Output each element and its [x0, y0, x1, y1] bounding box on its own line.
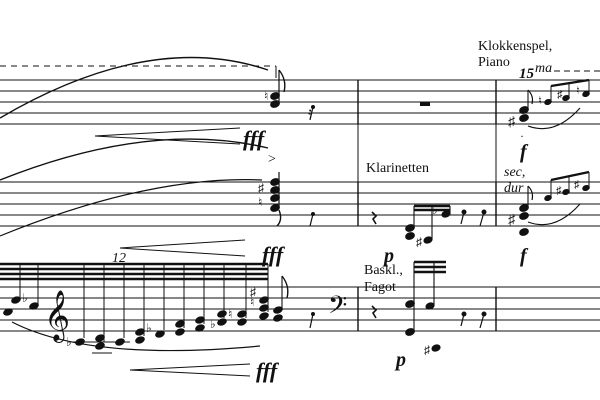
svg-text:♯: ♯ [250, 285, 256, 299]
label-dur: dur [504, 181, 524, 196]
rest-top-m1: 𝄿 [308, 105, 315, 122]
beams-run [0, 262, 268, 281]
svg-text:♯: ♯ [258, 181, 264, 195]
dynamic-f-top: f [520, 141, 529, 163]
label-klarinetten: Klarinetten [366, 161, 429, 176]
accent-icon: > [268, 152, 276, 167]
svg-text:♯: ♯ [574, 179, 580, 191]
dynamic-fff-middle: fff [262, 242, 286, 267]
dynamic-fff-bottom: fff [256, 358, 280, 383]
chord-middle-m1: > ♯ ♮ [258, 152, 282, 227]
bass-clef-icon: 𝄢 [328, 292, 347, 325]
label-sec: sec, [504, 165, 525, 180]
chord-top-m1: ♮ [264, 69, 286, 108]
label-klokkenspel: Klokkenspel, [478, 39, 552, 54]
svg-text:♭: ♭ [22, 291, 28, 305]
label-fagot: Fagot [364, 280, 396, 295]
slur-top [0, 56, 269, 119]
run-noteheads: ♭ ♭ ♭ ♭ ♮ ♮ ♯ [3, 285, 269, 350]
svg-text:♮: ♮ [576, 85, 580, 97]
slur-middle [0, 138, 269, 181]
svg-text:♭: ♭ [146, 321, 152, 335]
svg-text:♯: ♯ [557, 89, 563, 101]
fagot-figure: ♯ [371, 260, 487, 357]
ottava-15: 15 [519, 66, 535, 82]
barlines [357, 80, 497, 331]
svg-text:♭: ♭ [210, 317, 216, 331]
treble-clef-icon: 𝄞 [44, 291, 70, 343]
svg-text:♯: ♯ [416, 235, 422, 249]
staff-top [0, 79, 600, 125]
chord-bottom-m1 [273, 306, 283, 322]
svg-text:♯: ♯ [508, 115, 516, 130]
rest-bottom-m1 [309, 312, 315, 329]
svg-text:·: · [520, 129, 524, 143]
svg-text:♮: ♮ [228, 307, 232, 321]
label-piano: Piano [478, 55, 510, 70]
crescendo-hairpin-middle [119, 239, 246, 257]
ledger-lines [72, 341, 130, 354]
dynamic-f-middle: f [520, 245, 529, 267]
crescendo-hairpin-bottom [129, 363, 251, 377]
svg-text:♭: ♭ [66, 335, 72, 349]
klarinetten-figure: ♯ ♭ [371, 203, 487, 249]
run-stems [19, 264, 269, 342]
svg-text:♯: ♯ [424, 343, 430, 357]
label-baskl: Baskl., [364, 263, 403, 278]
grace-notes-top-m3: ♯ ♮ ♯ ♮ · [508, 78, 590, 143]
flag-bottom [281, 275, 289, 299]
dynamic-p-fagot: p [394, 349, 406, 371]
dynamic-p-klarinetten: p [382, 245, 394, 267]
tuplet-12: 12 [112, 251, 126, 266]
slur-bottom [11, 321, 261, 352]
svg-text:♮: ♮ [264, 89, 268, 103]
whole-rest-icon [420, 102, 430, 106]
svg-text:𝄿: 𝄿 [308, 105, 313, 122]
staff-middle [0, 181, 600, 227]
svg-text:♮: ♮ [538, 95, 542, 107]
slur-middle-lower [0, 179, 263, 237]
ottava-15ma: 15 ma [519, 61, 552, 82]
ottava-ma: ma [535, 61, 552, 76]
svg-text:♮: ♮ [250, 295, 254, 309]
svg-text:♯: ♯ [508, 213, 516, 228]
staff-bottom [0, 286, 600, 332]
grace-notes-middle-m3: ♯ ♯ ♯ [508, 170, 590, 236]
rest-middle-m1 [309, 212, 315, 227]
crescendo-hairpin-top [94, 127, 241, 145]
svg-text:♮: ♮ [258, 195, 262, 209]
svg-text:♯: ♯ [556, 185, 562, 197]
